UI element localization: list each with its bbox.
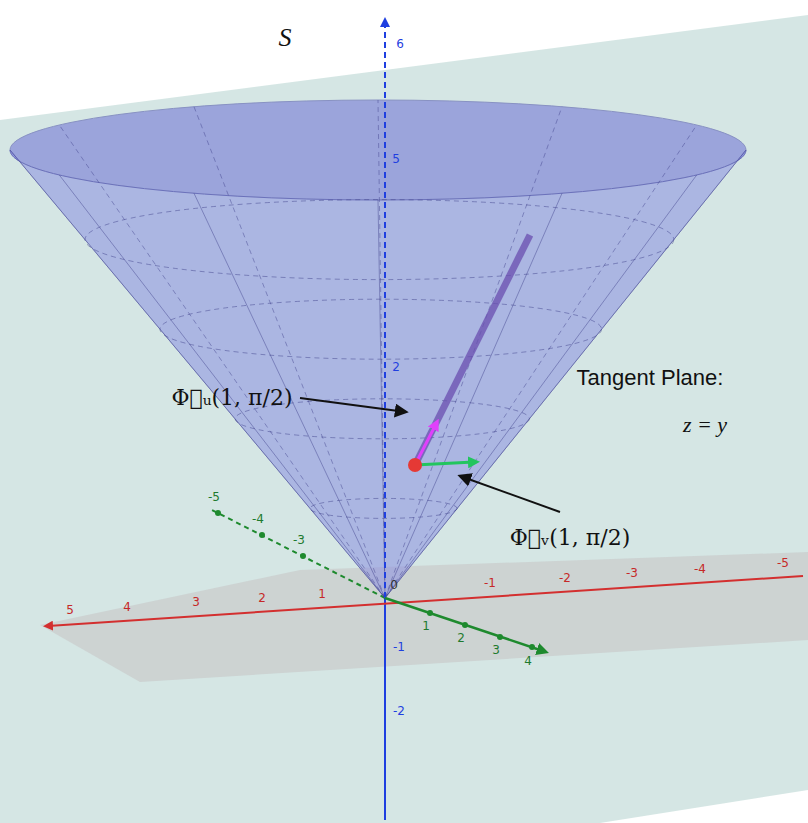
tick-number: -1: [393, 641, 405, 654]
tick-number: 2: [392, 361, 400, 374]
cone-rim: [10, 100, 746, 200]
vector-label: Φ⃗ᵥ(1, π/2): [510, 526, 630, 550]
grid-line: [10, 150, 385, 598]
grid-line: [378, 200, 385, 598]
tick-number: -4: [694, 563, 706, 576]
tangent-plane: [0, 15, 808, 823]
grid-line: [385, 125, 697, 598]
tick-number: -2: [393, 705, 405, 718]
origin-label: 0: [390, 579, 398, 592]
tick-number: -1: [484, 577, 496, 590]
grid-line: [385, 107, 562, 598]
tick-number: -2: [559, 572, 571, 585]
tick-number: -3: [293, 534, 305, 547]
tick-number: 5: [392, 153, 400, 166]
tick-number: 5: [66, 605, 74, 618]
z-axis-upper: [384, 22, 386, 598]
leader-line: [300, 398, 406, 412]
cone-surface: [10, 150, 746, 598]
grid-line: [378, 100, 385, 598]
ruling-line: [415, 235, 530, 465]
tick-number: -5: [777, 558, 789, 571]
plane-equation: z = y: [683, 413, 727, 437]
tick-number: 3: [492, 644, 500, 657]
grid-line: [194, 107, 385, 598]
leader-line: [460, 476, 560, 512]
grid-line: [59, 125, 385, 598]
phi-v-vector: [415, 462, 474, 465]
z-axis: [384, 598, 386, 820]
tick-number: 1: [318, 588, 326, 601]
tick-number: 2: [457, 632, 465, 645]
tick-dot: [259, 532, 265, 538]
tick-number: -4: [252, 513, 264, 526]
tick-number: 2: [258, 592, 266, 605]
tick-number: 1: [422, 620, 430, 633]
xy-plane: [40, 552, 808, 682]
tick-number: 4: [524, 655, 532, 668]
tick-dot: [215, 510, 221, 516]
x-axis: [48, 576, 803, 626]
plane-title: Tangent Plane:: [577, 366, 724, 390]
tick-number: -3: [626, 568, 638, 581]
surface-label: S: [279, 24, 292, 53]
grid-line: [59, 175, 385, 598]
tick-number: 6: [396, 38, 404, 51]
tick-number: -5: [208, 491, 220, 504]
cone-grid: [10, 100, 746, 598]
grid-line: [385, 150, 746, 598]
y-axis: [385, 598, 543, 651]
tick-number: 4: [123, 601, 131, 614]
tick-number: 3: [192, 596, 200, 609]
vector-label: Φ⃗ᵤ(1, π/2): [171, 386, 292, 410]
tick-dot: [300, 553, 306, 559]
point: [408, 458, 422, 472]
